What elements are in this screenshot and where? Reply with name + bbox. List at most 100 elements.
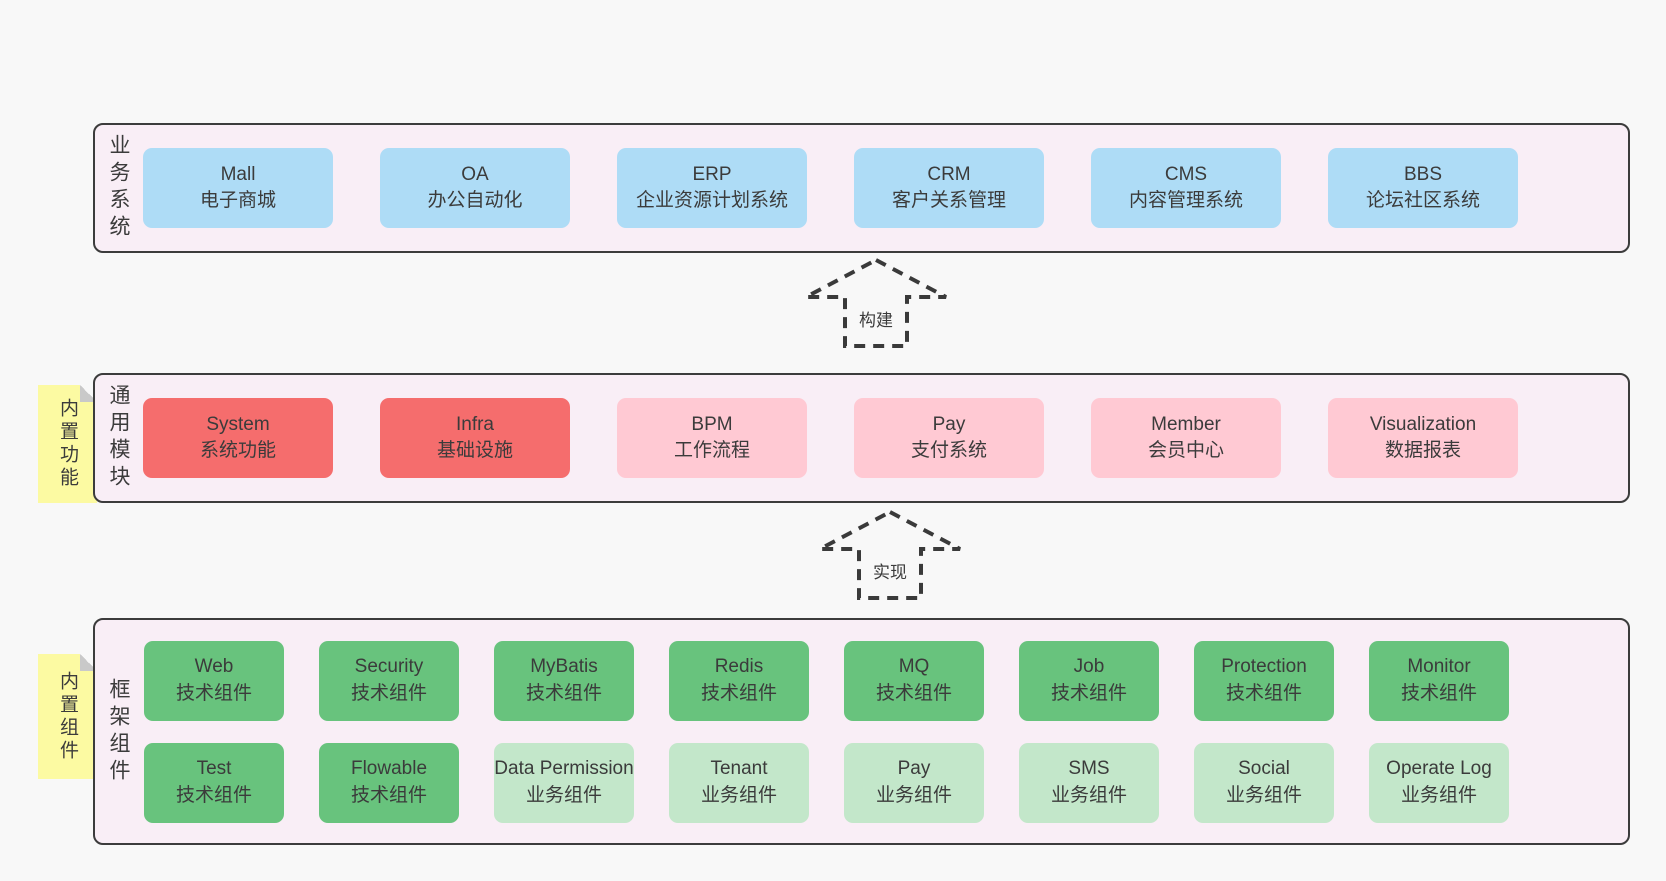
box-visualization: Visualization 数据报表 xyxy=(1328,398,1518,478)
box-title: MQ xyxy=(898,656,930,678)
build-arrow-label: 构建 xyxy=(856,305,896,332)
box-web: Web 技术组件 xyxy=(144,640,284,721)
box-title: Tenant xyxy=(710,758,768,780)
box-subtitle: 业务组件 xyxy=(1050,784,1127,806)
box-title: Pay xyxy=(932,413,966,435)
box-sms: SMS 业务组件 xyxy=(1019,742,1159,823)
box-title: BPM xyxy=(691,413,733,435)
box-tenant: Tenant 业务组件 xyxy=(669,742,809,823)
folded-corner-icon xyxy=(80,385,97,402)
box-title: Redis xyxy=(714,656,764,678)
box-subtitle: 技术组件 xyxy=(175,682,252,704)
box-job: Job 技术组件 xyxy=(1019,640,1159,721)
box-subtitle: 工作流程 xyxy=(673,440,750,461)
box-subtitle: 基础设施 xyxy=(436,440,513,461)
box-mall: Mall 电子商城 xyxy=(143,148,333,228)
box-title: Operate Log xyxy=(1386,758,1492,780)
box-title: MyBatis xyxy=(530,656,598,678)
box-subtitle: 支付系统 xyxy=(910,440,987,461)
box-title: OA xyxy=(461,163,489,185)
box-subtitle: 技术组件 xyxy=(700,682,777,704)
panel-modules-label: 通用模块 xyxy=(107,384,130,492)
box-title: Security xyxy=(354,656,424,678)
box-subtitle: 企业资源计划系统 xyxy=(635,190,788,211)
box-subtitle: 技术组件 xyxy=(875,682,952,704)
box-mq: MQ 技术组件 xyxy=(844,640,984,721)
box-infra: Infra 基础设施 xyxy=(380,398,570,478)
box-pay-component: Pay 业务组件 xyxy=(844,742,984,823)
component-boxes: Web 技术组件 Security 技术组件 MyBatis 技术组件 Redi… xyxy=(144,640,1509,823)
box-subtitle: 内容管理系统 xyxy=(1128,190,1243,211)
box-title: Pay xyxy=(897,758,931,780)
box-cms: CMS 内容管理系统 xyxy=(1091,148,1281,228)
panel-framework-components: 框架组件 Web 技术组件 Security 技术组件 MyBatis 技术组件… xyxy=(93,618,1630,845)
box-title: Job xyxy=(1073,656,1105,678)
box-title: CMS xyxy=(1164,163,1208,185)
box-flowable: Flowable 技术组件 xyxy=(319,742,459,823)
box-subtitle: 业务组件 xyxy=(1225,784,1302,806)
box-subtitle: 技术组件 xyxy=(1050,682,1127,704)
box-title: ERP xyxy=(692,163,732,185)
box-subtitle: 会员中心 xyxy=(1147,440,1224,461)
box-subtitle: 业务组件 xyxy=(525,784,602,806)
box-subtitle: 论坛社区系统 xyxy=(1365,190,1480,211)
box-subtitle: 客户关系管理 xyxy=(891,190,1006,211)
box-monitor: Monitor 技术组件 xyxy=(1369,640,1509,721)
box-title: System xyxy=(206,413,270,435)
build-arrow: 构建 xyxy=(803,257,949,349)
box-subtitle: 办公自动化 xyxy=(427,190,523,211)
box-title: Web xyxy=(194,656,234,678)
box-title: Member xyxy=(1151,413,1221,435)
box-title: BBS xyxy=(1403,163,1443,185)
implement-arrow-label: 实现 xyxy=(870,557,910,584)
box-title: Mall xyxy=(220,163,256,185)
implement-arrow: 实现 xyxy=(817,509,963,601)
box-title: CRM xyxy=(927,163,971,185)
box-data-permission: Data Permission 业务组件 xyxy=(494,742,634,823)
box-title: Protection xyxy=(1221,656,1307,678)
box-title: Test xyxy=(196,758,232,780)
box-subtitle: 业务组件 xyxy=(1400,784,1477,806)
box-bpm: BPM 工作流程 xyxy=(617,398,807,478)
panel-business-systems: 业务系统 Mall 电子商城 OA 办公自动化 ERP 企业资源计划系统 CRM… xyxy=(93,123,1630,253)
box-crm: CRM 客户关系管理 xyxy=(854,148,1044,228)
business-boxes: Mall 电子商城 OA 办公自动化 ERP 企业资源计划系统 CRM 客户关系… xyxy=(143,148,1518,228)
note-built-in-components: 内置组件 xyxy=(38,654,97,779)
box-title: Flowable xyxy=(350,758,428,780)
box-title: SMS xyxy=(1068,758,1110,780)
box-subtitle: 技术组件 xyxy=(350,784,427,806)
dashed-up-arrow-icon xyxy=(819,509,961,600)
module-boxes: System 系统功能 Infra 基础设施 BPM 工作流程 Pay 支付系统… xyxy=(143,398,1518,478)
box-social: Social 业务组件 xyxy=(1194,742,1334,823)
box-member: Member 会员中心 xyxy=(1091,398,1281,478)
dashed-up-arrow-icon xyxy=(805,257,947,348)
box-test: Test 技术组件 xyxy=(144,742,284,823)
box-subtitle: 业务组件 xyxy=(875,784,952,806)
box-security: Security 技术组件 xyxy=(319,640,459,721)
box-subtitle: 技术组件 xyxy=(1225,682,1302,704)
box-subtitle: 电子商城 xyxy=(199,190,276,211)
box-subtitle: 数据报表 xyxy=(1384,440,1461,461)
box-mybatis: MyBatis 技术组件 xyxy=(494,640,634,721)
box-title: Monitor xyxy=(1407,656,1471,678)
box-pay: Pay 支付系统 xyxy=(854,398,1044,478)
box-subtitle: 技术组件 xyxy=(525,682,602,704)
note-built-in-features: 内置功能 xyxy=(38,385,97,503)
box-title: Infra xyxy=(455,413,495,435)
box-erp: ERP 企业资源计划系统 xyxy=(617,148,807,228)
panel-common-modules: 通用模块 System 系统功能 Infra 基础设施 BPM 工作流程 Pay… xyxy=(93,373,1630,503)
box-title: Social xyxy=(1238,758,1290,780)
note-text: 内置功能 xyxy=(57,398,78,490)
box-title: Visualization xyxy=(1369,413,1477,435)
box-subtitle: 技术组件 xyxy=(175,784,252,806)
box-protection: Protection 技术组件 xyxy=(1194,640,1334,721)
panel-business-label: 业务系统 xyxy=(107,134,130,242)
box-system: System 系统功能 xyxy=(143,398,333,478)
folded-corner-icon xyxy=(80,654,97,671)
box-subtitle: 业务组件 xyxy=(700,784,777,806)
box-oa: OA 办公自动化 xyxy=(380,148,570,228)
box-subtitle: 技术组件 xyxy=(1400,682,1477,704)
box-subtitle: 系统功能 xyxy=(199,440,276,461)
box-bbs: BBS 论坛社区系统 xyxy=(1328,148,1518,228)
